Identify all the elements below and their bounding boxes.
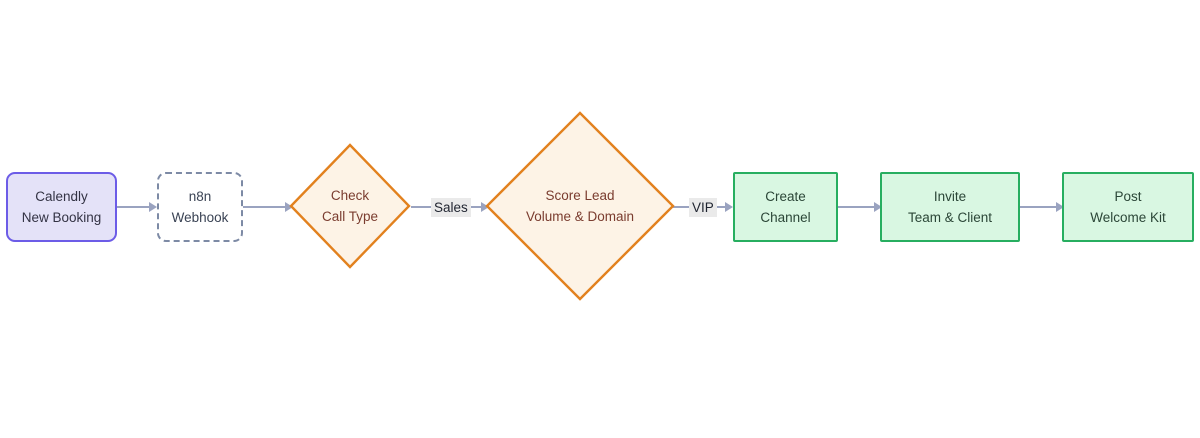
edge-calendly-to-n8n-arrowhead — [149, 202, 157, 212]
node-invite-team-client-line2: Team & Client — [907, 210, 993, 225]
node-n8n-webhook-line2: Webhook — [171, 210, 229, 225]
node-calendly-label: Calendly New Booking — [22, 186, 102, 228]
node-score-lead[interactable]: Score Lead Volume & Domain — [485, 111, 675, 301]
edge-invite-to-post-welcome-kit — [1020, 206, 1062, 208]
node-invite-team-client-label: Invite Team & Client — [908, 186, 992, 228]
node-calendly-line2: New Booking — [21, 210, 102, 225]
edge-create-channel-to-invite — [838, 206, 880, 208]
edge-check-call-type-to-score-lead-arrowhead — [481, 202, 489, 212]
node-calendly[interactable]: Calendly New Booking — [6, 172, 117, 242]
node-check-call-type[interactable]: Check Call Type — [289, 143, 411, 269]
edge-n8n-to-check-call-type-arrowhead — [285, 202, 293, 212]
node-post-welcome-kit-line1: Post — [1114, 189, 1142, 204]
edge-create-channel-to-invite-arrowhead — [874, 202, 882, 212]
node-create-channel-line2: Channel — [760, 210, 811, 225]
node-n8n-webhook-line1: n8n — [188, 189, 212, 204]
edge-label-vip: VIP — [689, 198, 717, 217]
edge-calendly-to-n8n — [117, 206, 150, 208]
diamond-shape — [485, 111, 675, 301]
node-post-welcome-kit[interactable]: Post Welcome Kit — [1062, 172, 1194, 242]
node-post-welcome-kit-line2: Welcome Kit — [1090, 210, 1166, 225]
node-create-channel[interactable]: Create Channel — [733, 172, 838, 242]
diamond-shape — [289, 143, 411, 269]
node-invite-team-client-line1: Invite — [933, 189, 967, 204]
node-create-channel-line1: Create — [765, 189, 806, 204]
edge-label-sales: Sales — [431, 198, 471, 217]
node-n8n-webhook[interactable]: n8n Webhook — [157, 172, 243, 242]
node-create-channel-label: Create Channel — [760, 186, 810, 228]
edge-n8n-to-check-call-type — [243, 206, 288, 208]
edge-invite-to-post-welcome-kit-arrowhead — [1056, 202, 1064, 212]
node-n8n-webhook-label: n8n Webhook — [172, 186, 229, 228]
edge-score-lead-to-create-channel-arrowhead — [725, 202, 733, 212]
node-post-welcome-kit-label: Post Welcome Kit — [1090, 186, 1166, 228]
node-calendly-line1: Calendly — [35, 189, 88, 204]
node-invite-team-client[interactable]: Invite Team & Client — [880, 172, 1020, 242]
